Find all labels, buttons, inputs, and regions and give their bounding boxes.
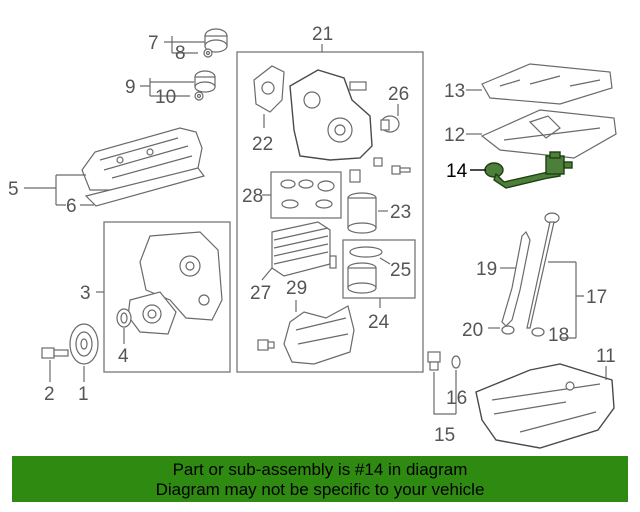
part-14-highlighted-assembly [484,151,573,189]
callout-24: 24 [368,312,390,333]
callout-23: 23 [390,202,411,223]
part-4-seal [116,308,132,328]
callout-29: 29 [286,278,307,299]
part-17-dipstick [526,212,560,329]
part-27-oil-cooler [271,221,337,277]
callout-6: 6 [66,196,77,217]
part-oil-filter-housing [289,69,373,161]
callout-16: 16 [446,388,467,409]
lead-17-18 [548,261,584,339]
part-11-oil-pan [475,363,615,449]
callout-25: 25 [390,260,411,281]
box-28 [270,171,342,219]
callout-12: 12 [444,125,465,146]
part-3-timing-cover [127,231,223,335]
lead-9-10 [140,78,194,97]
callout-11: 11 [596,346,616,367]
callout-19: 19 [476,259,497,280]
callout-5: 5 [8,179,19,200]
part-12-intake-cover [480,109,617,159]
callout-17: 17 [586,287,607,308]
callout-15: 15 [434,425,455,446]
callout-2: 2 [44,384,55,405]
part-5-6-valve-cover [81,127,206,207]
part-18-o-ring [531,327,545,337]
part-7-8-filler-cap [203,28,228,58]
part-25-filter-cap [347,246,383,294]
part-2-bolt [41,347,69,359]
callout-4: 4 [118,346,129,367]
lead-5-6 [24,174,94,206]
callout-9: 9 [125,77,136,98]
part-29-baffle [283,305,355,365]
banner-line-2: Diagram may not be specific to your vehi… [155,480,485,499]
callout-1: 1 [78,384,89,405]
callout-14: 14 [446,161,468,182]
lead-25 [379,257,391,265]
part-9-10-cap [194,70,216,101]
info-banner: Part or sub-assembly is #14 in diagram D… [12,456,628,502]
callout-22: 22 [252,134,273,155]
callout-7: 7 [148,33,159,54]
box-3 [103,221,231,373]
part-26-plug [380,115,400,133]
part-13-engine-cover [481,63,613,105]
part-small-bolts [349,157,411,183]
callout-8: 8 [175,43,186,64]
callout-18: 18 [548,325,569,346]
part-20-o-ring [501,325,515,335]
part-1-balancer [69,323,99,365]
callout-20: 20 [462,320,483,341]
callout-21: 21 [312,24,333,45]
lead-15-16 [433,370,457,415]
callout-3: 3 [80,283,91,304]
box-24 [342,239,416,299]
callout-26: 26 [388,84,409,105]
lead-7-8 [164,36,205,54]
part-28-gaskets [280,179,335,209]
part-15-16-drain-plug [427,351,461,371]
callout-13: 13 [444,81,465,102]
engine-parts-diagram: 7 8 9 10 5 6 3 4 [8,24,617,449]
box-21 [236,51,424,373]
lead-27 [261,267,273,281]
part-19-dipstick-tube [501,230,531,327]
part-22-gasket [253,65,285,113]
banner-line-1: Part or sub-assembly is #14 in diagram [172,460,468,479]
part-bolt-small [257,339,275,351]
part-23-oil-filter [347,192,377,234]
callout-10: 10 [155,87,176,108]
callout-27: 27 [250,283,271,304]
callout-28: 28 [242,186,263,207]
